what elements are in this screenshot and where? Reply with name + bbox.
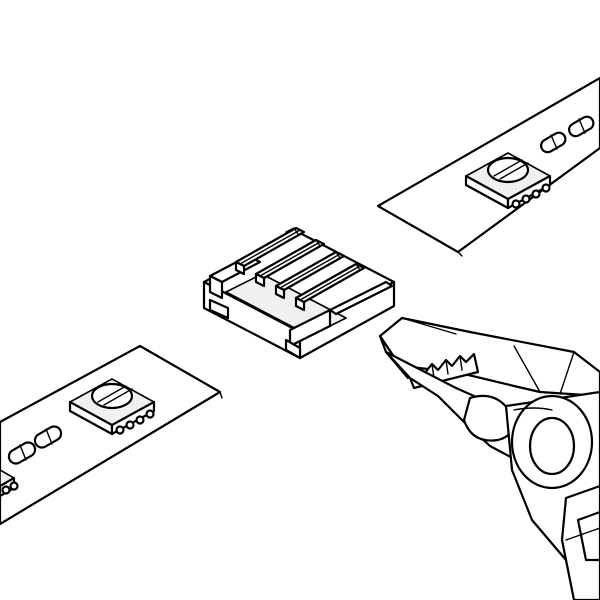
smd-led-chip-icon <box>464 152 552 210</box>
pliers-handle <box>560 484 600 600</box>
contact-pin-icon <box>254 238 326 288</box>
pliers <box>378 316 600 600</box>
resistor-icon <box>540 131 567 154</box>
resistor-icon <box>33 425 63 449</box>
contact-pin-icon <box>234 226 306 276</box>
led-strip-left <box>0 344 223 526</box>
smd-led-chip-icon <box>0 469 19 498</box>
smd-led-chip-icon <box>68 378 156 436</box>
led-strip-right <box>376 76 600 257</box>
resistor-icon <box>7 441 37 465</box>
pliers-jaw-lower <box>384 350 522 464</box>
strip-connector <box>202 226 396 360</box>
resistor-icon <box>568 115 595 138</box>
contact-pin-icon <box>294 262 366 312</box>
contact-pin-icon <box>274 250 346 300</box>
